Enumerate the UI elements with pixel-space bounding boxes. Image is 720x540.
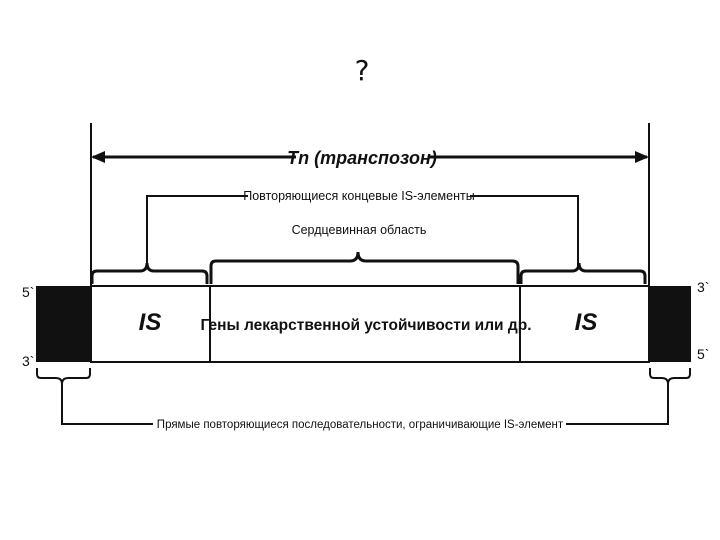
left-end-bottom-label: 3` xyxy=(22,353,34,369)
core-region-label: Сердцевинная область xyxy=(292,223,427,237)
right-is-segment xyxy=(519,285,650,363)
terminal-is-label: Повторяющиеся концевые IS-элементы xyxy=(243,189,474,203)
right-flank-block xyxy=(649,286,691,362)
left-flank-block xyxy=(36,286,91,362)
terminal-is-connector xyxy=(146,195,579,266)
right-end-top-label: 3` xyxy=(697,279,709,295)
left-is-brace xyxy=(90,262,209,284)
right-is-label: IS xyxy=(575,309,598,336)
direct-repeats-connector xyxy=(61,384,669,425)
core-region-brace xyxy=(209,251,520,284)
left-repeat-brace xyxy=(36,368,91,385)
direct-repeats-label: Прямые повторяющиеся последовательности,… xyxy=(157,419,564,431)
slide-title: ? xyxy=(355,54,370,87)
transposon-label: Tn (транспозон) xyxy=(287,148,437,168)
right-is-brace xyxy=(519,262,647,284)
left-end-top-label: 5` xyxy=(22,284,34,300)
core-genes-label: Гены лекарственной устойчивости или др. xyxy=(200,317,531,334)
left-is-segment xyxy=(90,285,211,363)
right-end-bottom-label: 5` xyxy=(697,346,709,362)
left-is-label: IS xyxy=(139,309,162,336)
right-repeat-brace xyxy=(649,368,691,385)
